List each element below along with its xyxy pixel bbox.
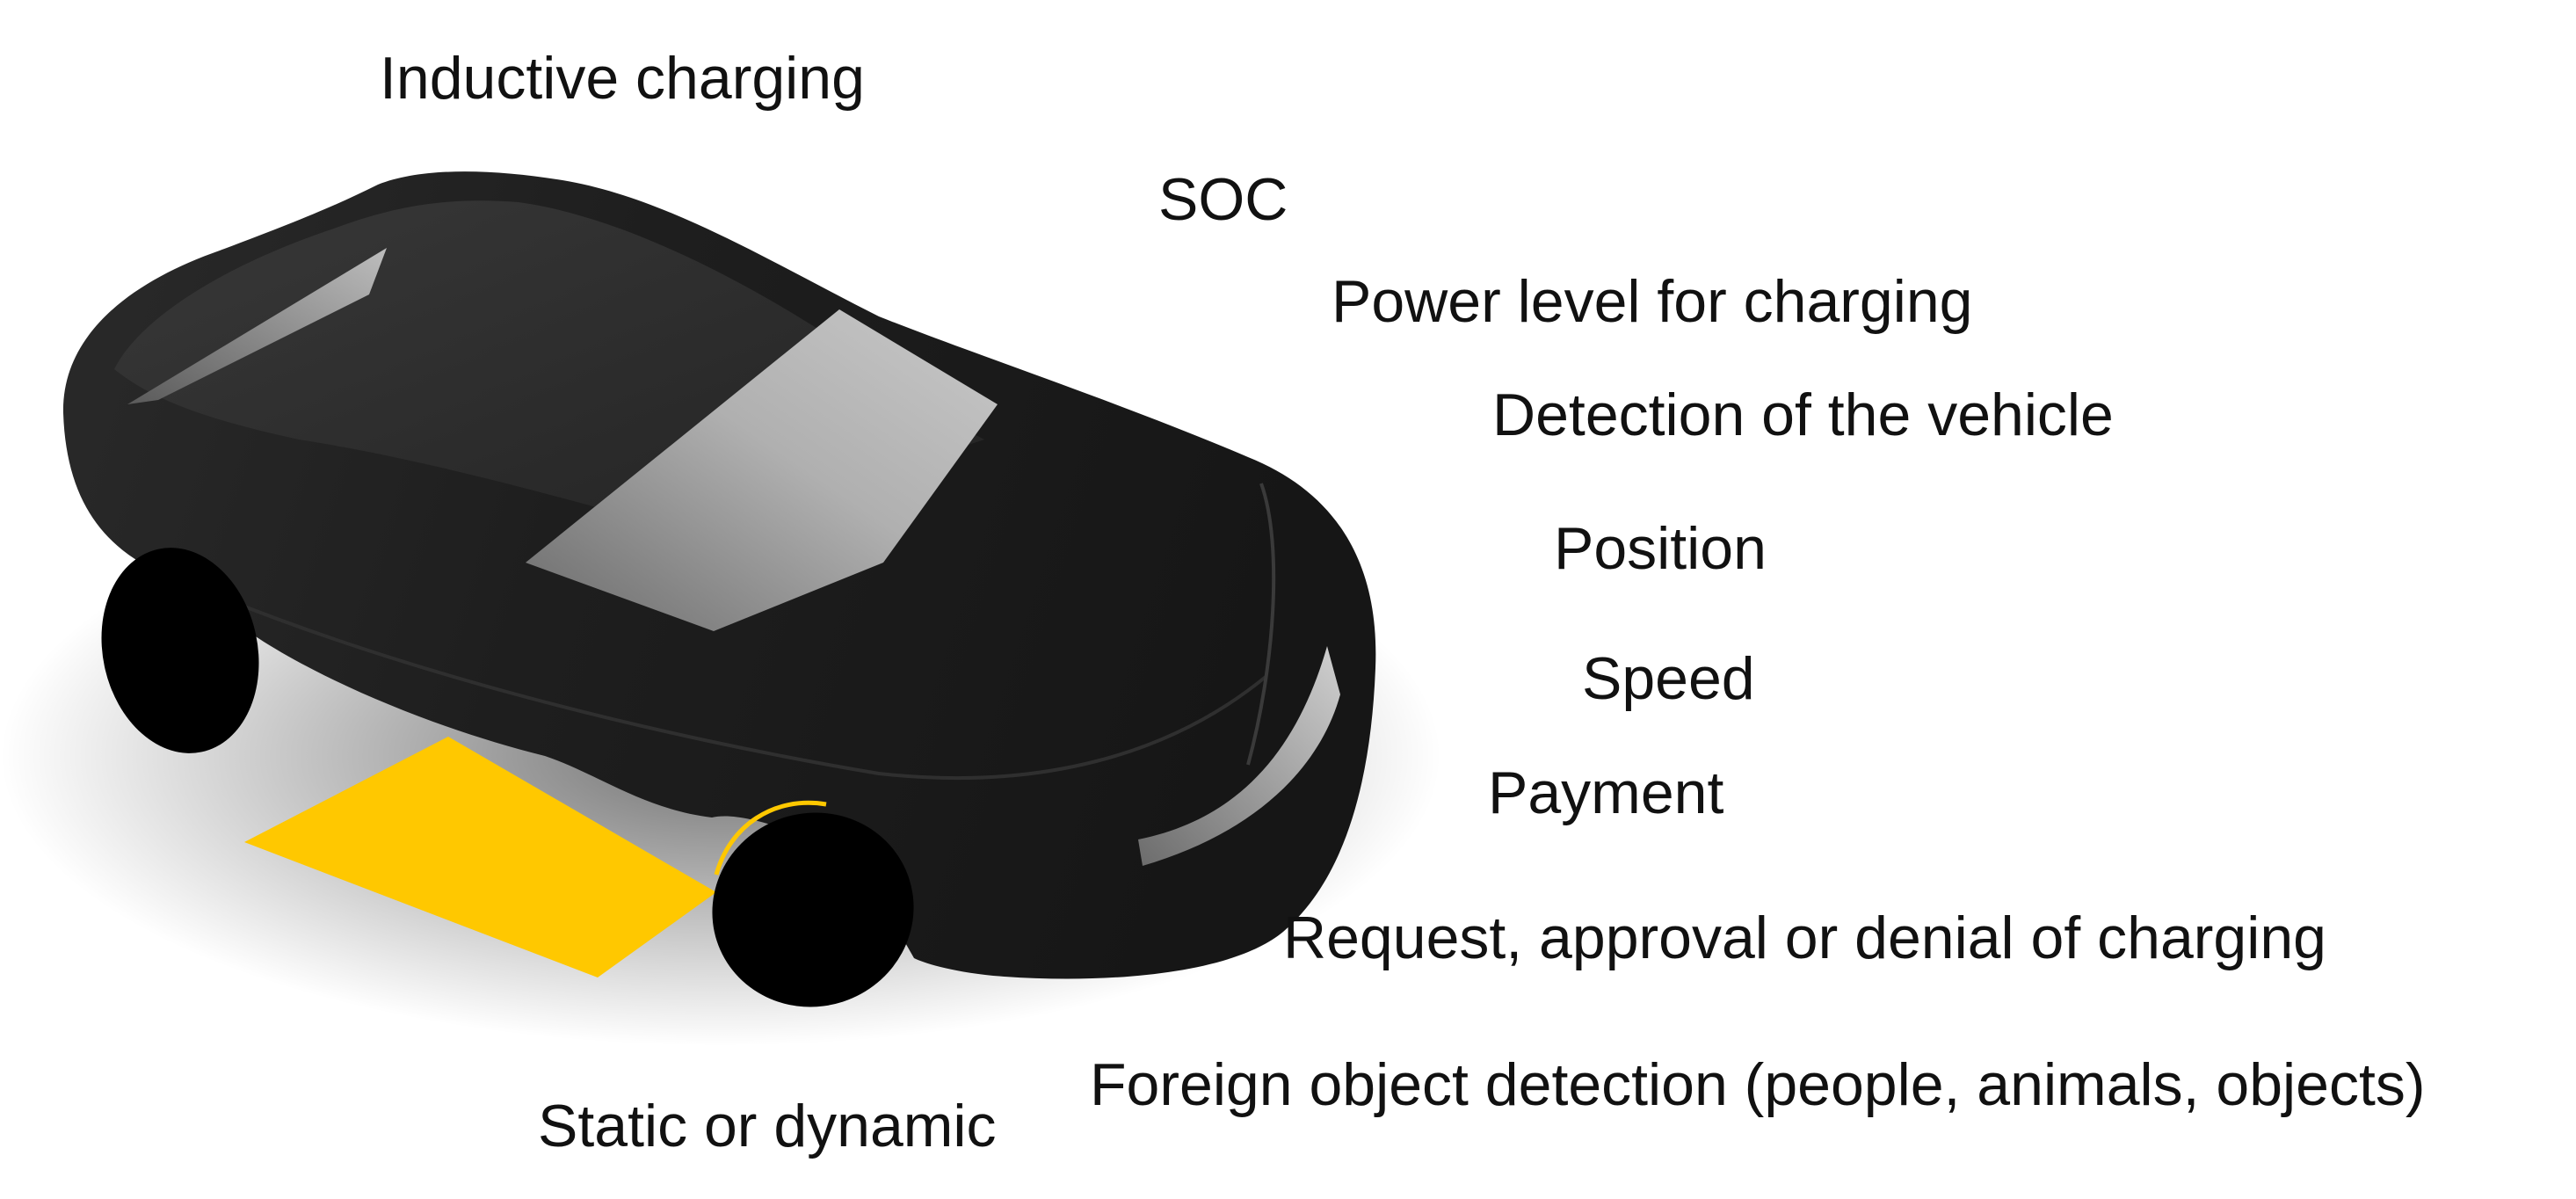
label-inductive-charging: Inductive charging [380,45,865,112]
body-crease [140,561,1267,781]
rear-window [127,248,387,404]
front-wheel-rim-highlight [714,800,827,876]
charging-pad-icon [244,737,716,977]
rear-wheel [101,548,259,753]
label-static-dynamic: Static or dynamic [538,1093,997,1159]
hood-edge [1246,483,1276,766]
front-wheel [712,812,914,1007]
label-position: Position [1554,515,1767,582]
headlight [1138,646,1340,866]
label-speed: Speed [1582,645,1755,712]
label-payment: Payment [1488,759,1723,826]
windshield [526,309,998,631]
car-icon [62,171,1376,1007]
label-foreign-object: Foreign object detection (people, animal… [1090,1051,2426,1118]
label-power-level: Power level for charging [1332,268,1972,335]
label-soc: SOC [1158,166,1288,233]
label-request-charging: Request, approval or denial of charging [1283,905,2326,971]
label-detection-vehicle: Detection of the vehicle [1492,382,2114,448]
